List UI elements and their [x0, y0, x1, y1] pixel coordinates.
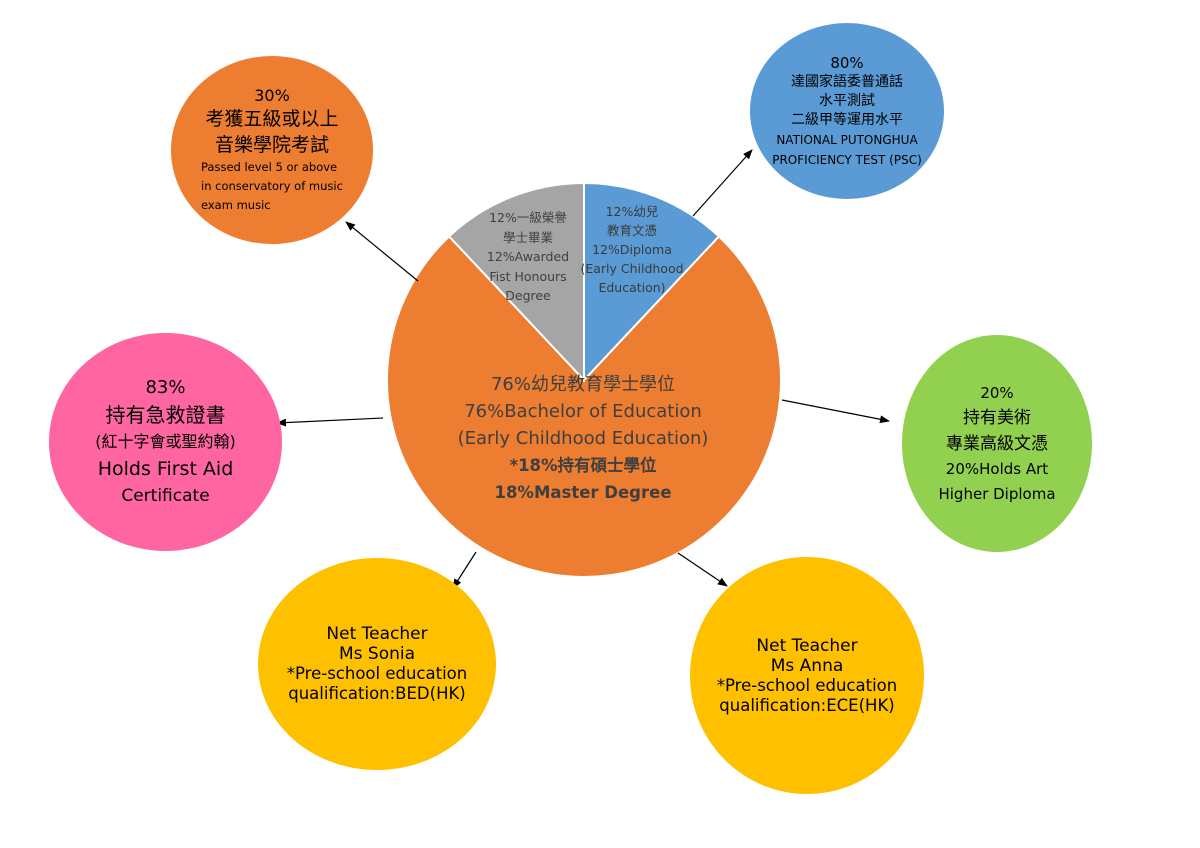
blue-slice-line: 教育文憑 [606, 223, 657, 238]
music-en-line: exam music [201, 198, 271, 212]
music-exam-bubble: 30% 考獲五級或以上 音樂學院考試 Passed level 5 or abo… [171, 56, 373, 244]
first-aid-percent: 83% [145, 377, 186, 398]
music-en-line: in conservatory of music [201, 179, 343, 193]
putonghua-bubble: 80% 達國家語委普通話 水平測試 二級甲等運用水平 NATIONAL PUTO… [750, 23, 944, 199]
art-en-line: Higher Diploma [938, 484, 1056, 503]
teacher-sonia-bubble: Net Teacher Ms Sonia *Pre-school educati… [258, 558, 496, 770]
main-slice-line: 18%Master Degree [494, 483, 672, 502]
music-zh-line: 音樂學院考試 [214, 134, 329, 156]
grey-slice-line: 學士畢業 [502, 229, 553, 245]
pie-slice [447, 181, 585, 383]
grey-slice-line: 12%Awarded [486, 249, 570, 264]
arrow-to-art [781, 399, 890, 424]
blue-slice-line: 12%幼兒 [605, 204, 659, 219]
first-aid-en-line: Holds First Aid [97, 458, 234, 480]
arrow-to-anna [677, 552, 728, 587]
grey-slice-line: Degree [505, 288, 551, 303]
grey-slice-label: 12%一級榮譽 學士畢業 12%Awarded Fist Honours Deg… [470, 208, 586, 306]
art-zh-line: 專業高級文憑 [946, 433, 1048, 454]
pie-slice [386, 234, 782, 578]
blue-slice-line: (Early Childhood [580, 261, 684, 276]
grey-slice-line: 12%一級榮譽 [489, 210, 567, 225]
main-slice-label: 76%幼兒教育學士學位 76%Bachelor of Education (Ea… [420, 371, 746, 506]
putonghua-zh-line: 水平測試 [819, 92, 875, 109]
pie-slice [583, 181, 721, 383]
main-slice-line: 76%幼兒教育學士學位 [490, 374, 675, 395]
putonghua-en-line: PROFICIENCY TEST (PSC) [772, 152, 922, 167]
teacher-anna-bubble: Net Teacher Ms Anna *Pre-school educatio… [690, 557, 924, 794]
teacher-anna-line: Ms Anna [770, 655, 844, 676]
arrow-to-sonia [452, 551, 477, 589]
teacher-anna-line: qualification:ECE(HK) [719, 695, 895, 715]
music-zh-line: 考獲五級或以上 [205, 108, 339, 130]
blue-slice-label: 12%幼兒 教育文憑 12%Diploma (Early Childhood E… [572, 202, 692, 297]
art-en-line: 20%Holds Art [945, 459, 1049, 478]
art-diploma-bubble: 20% 持有美術 專業高級文憑 20%Holds Art Higher Dipl… [902, 335, 1092, 552]
art-zh-line: 持有美術 [963, 407, 1031, 428]
putonghua-en-line: NATIONAL PUTONGHUA [776, 132, 918, 147]
putonghua-percent: 80% [830, 53, 864, 72]
teacher-sonia-line: qualification:BED(HK) [288, 684, 466, 703]
blue-slice-line: Education) [598, 280, 666, 295]
center-pie-chart [386, 181, 782, 578]
art-percent: 20% [980, 383, 1014, 402]
connector-arrows [276, 149, 890, 589]
first-aid-en-line: Certificate [121, 486, 210, 506]
music-en-line: Passed level 5 or above [201, 160, 338, 174]
main-slice-line: (Early Childhood Education) [457, 428, 709, 449]
teacher-anna-line: Net Teacher [756, 635, 858, 656]
arrow-to-putonghua [692, 149, 753, 217]
putonghua-zh-line: 二級甲等運用水平 [791, 111, 903, 128]
grey-slice-line: Fist Honours [489, 268, 567, 284]
music-percent: 30% [254, 86, 290, 105]
first-aid-zh-line: 持有急救證書 [105, 403, 226, 427]
arrow-to-first-aid [276, 417, 384, 427]
main-slice-line: *18%持有碩士學位 [509, 456, 657, 475]
putonghua-zh-line: 達國家語委普通話 [791, 73, 903, 90]
teacher-sonia-line: Ms Sonia [338, 644, 416, 664]
arrow-to-music [345, 221, 419, 282]
first-aid-zh-line: (紅十字會或聖約翰) [95, 432, 236, 451]
first-aid-bubble: 83% 持有急救證書 (紅十字會或聖約翰) Holds First Aid Ce… [49, 333, 282, 551]
main-slice-line: 76%Bachelor of Education [464, 401, 702, 422]
blue-slice-line: 12%Diploma [592, 242, 672, 257]
teacher-anna-line: *Pre-school education [716, 675, 898, 695]
teacher-sonia-line: Net Teacher [326, 624, 428, 644]
teacher-sonia-line: *Pre-school education [286, 664, 468, 683]
